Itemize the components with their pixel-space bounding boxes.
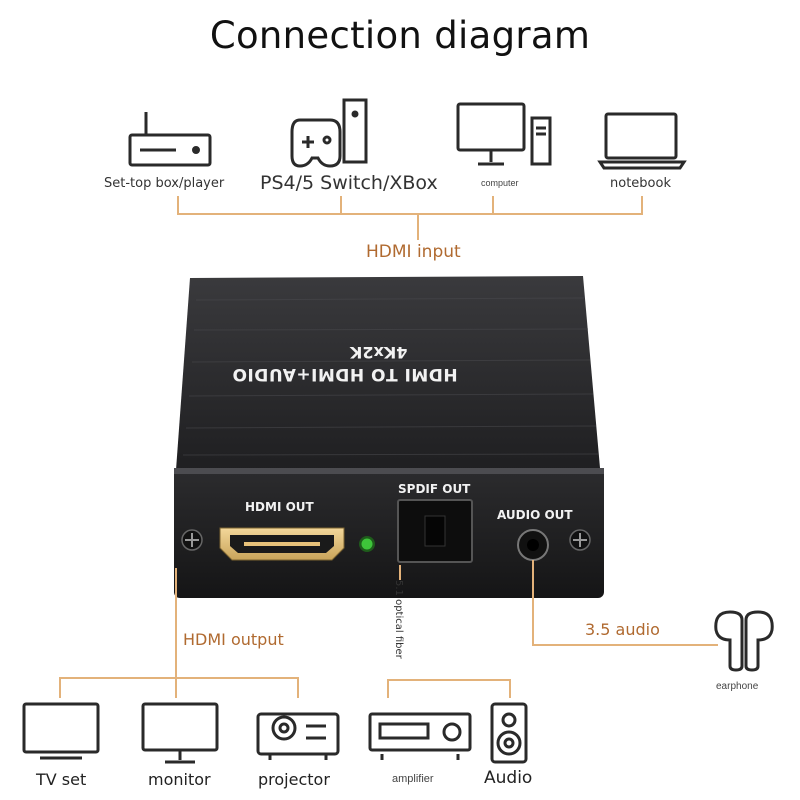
device-resolution-text: 4Kx2K [350,343,408,362]
hdmi-output-label: HDMI output [183,630,284,649]
output-label-tv: TV set [36,770,87,789]
audio-35-label: 3.5 audio [585,620,660,639]
hdmi-input-label: HDMI input [366,242,461,262]
optical-connector-lines [387,565,511,698]
set-top-box-icon [128,112,212,167]
screw-left-icon [181,529,203,551]
optical-fiber-label: 5.1 optical fiber [393,580,404,659]
spdif-out-port [397,499,473,563]
output-label-monitor: monitor [148,770,211,789]
source-label-game-console: PS4/5 Switch/XBox [260,172,438,194]
audio-35-connector-lines [532,560,718,646]
hdmi-audio-extractor-device [174,276,604,598]
output-label-projector: projector [258,770,330,789]
source-label-set-top-box: Set-top box/player [104,176,225,191]
earphone-icon [714,610,774,672]
output-label-audio: Audio [484,768,533,788]
laptop-icon [597,112,687,170]
source-label-notebook: notebook [610,176,671,191]
tv-icon [22,702,100,760]
game-console-icon [290,98,368,168]
source-label-computer: computer [481,178,519,188]
amplifier-icon [368,712,472,760]
device-model-text: HDMI TO HDMI+AUDIO [232,364,458,384]
desktop-computer-icon [456,102,552,166]
hdmi-input-connector-lines [177,196,643,240]
earphone-label: earphone [716,681,759,692]
projector-icon [256,712,340,760]
hdmi-out-port [219,527,345,561]
spdif-out-port-label: SPDIF OUT [398,482,471,496]
monitor-icon [141,702,219,764]
hdmi-out-port-label: HDMI OUT [245,500,314,514]
audio-out-port [517,529,549,561]
speaker-icon [490,702,528,764]
hdmi-output-connector-lines [59,568,299,698]
audio-out-port-label: AUDIO OUT [497,508,573,522]
screw-right-icon [569,529,591,551]
output-label-amplifier: amplifier [392,773,434,785]
page-title: Connection diagram [209,14,591,57]
power-led-icon [359,536,375,552]
